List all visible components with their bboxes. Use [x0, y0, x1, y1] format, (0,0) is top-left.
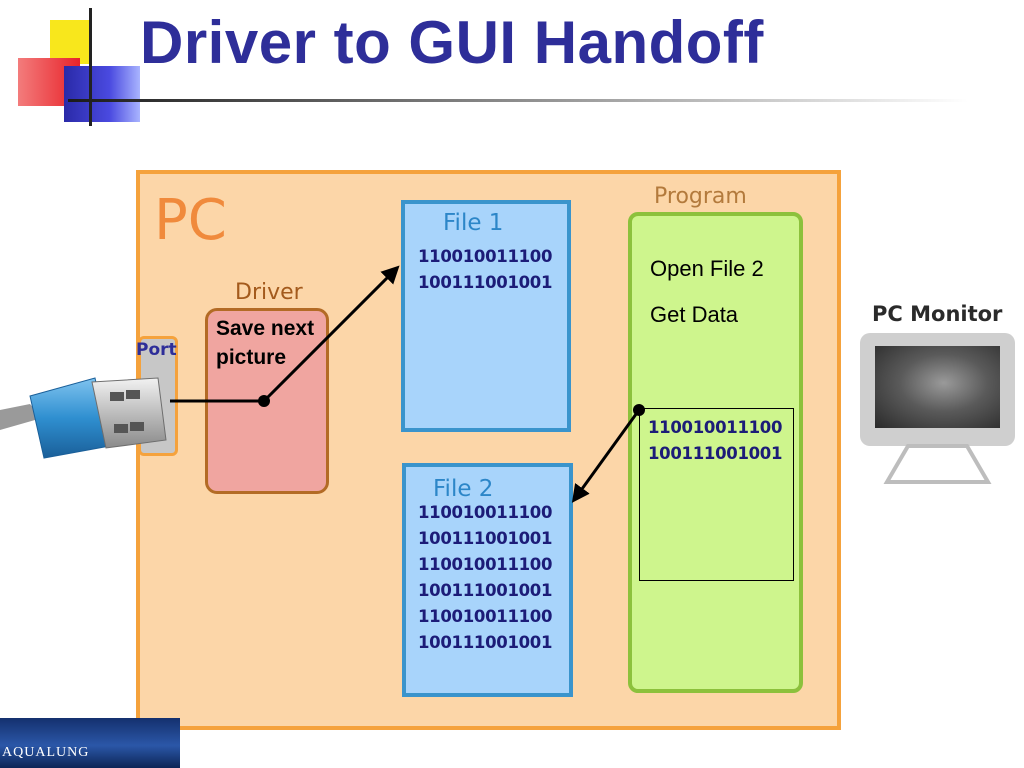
file1-box [401, 200, 571, 432]
program-bits-row: 100111001001 [648, 444, 783, 463]
file2-bits-row: 100111001001 [418, 529, 553, 548]
file1-label: File 1 [443, 210, 504, 236]
file2-bits: 110010011100 100111001001 110010011100 1… [418, 500, 552, 656]
port-label: Port [136, 340, 177, 360]
file2-label: File 2 [433, 476, 494, 502]
driver-text-line1: Save next [216, 317, 315, 340]
file1-bits-row: 100111001001 [418, 273, 553, 292]
title-decoration-vertical-line [89, 8, 92, 126]
monitor-stand [883, 444, 992, 484]
file2-bits-row: 110010011100 [418, 555, 553, 574]
driver-label: Driver [235, 280, 303, 305]
usb-plug-icon [0, 377, 167, 459]
program-open-file-text: Open File 2 [650, 256, 764, 281]
file1-bits: 110010011100 100111001001 [418, 244, 552, 296]
file2-bits-row: 100111001001 [418, 581, 553, 600]
file1-bits-row: 110010011100 [418, 247, 553, 266]
file2-bits-row: 110010011100 [418, 503, 553, 522]
program-to-file2-arrow [571, 404, 645, 503]
file2-box [402, 463, 573, 697]
program-bits: 110010011100 100111001001 [648, 415, 782, 467]
file2-bits-row: 110010011100 [418, 607, 553, 626]
program-data-box [639, 408, 794, 581]
program-bits-row: 110010011100 [648, 418, 783, 437]
monitor-screen-photo [875, 346, 1000, 428]
program-label: Program [654, 184, 747, 209]
pc-label: PC [154, 188, 227, 253]
title-decoration-blue [64, 66, 140, 122]
slide-title: Driver to GUI Handoff [140, 9, 764, 76]
driver-text-line2: picture [216, 346, 287, 369]
driver-text: Save next picture [216, 314, 356, 372]
aqualung-logo [0, 718, 180, 768]
file2-bits-row: 100111001001 [418, 633, 553, 652]
program-box [628, 212, 803, 693]
driver-to-file1-arrow [170, 265, 400, 407]
title-decoration-yellow [50, 20, 92, 64]
logo-text: AQUALUNG [2, 745, 90, 760]
title-underline [68, 99, 968, 102]
monitor-label: PC Monitor [872, 302, 1003, 326]
program-get-data-text: Get Data [650, 302, 739, 327]
